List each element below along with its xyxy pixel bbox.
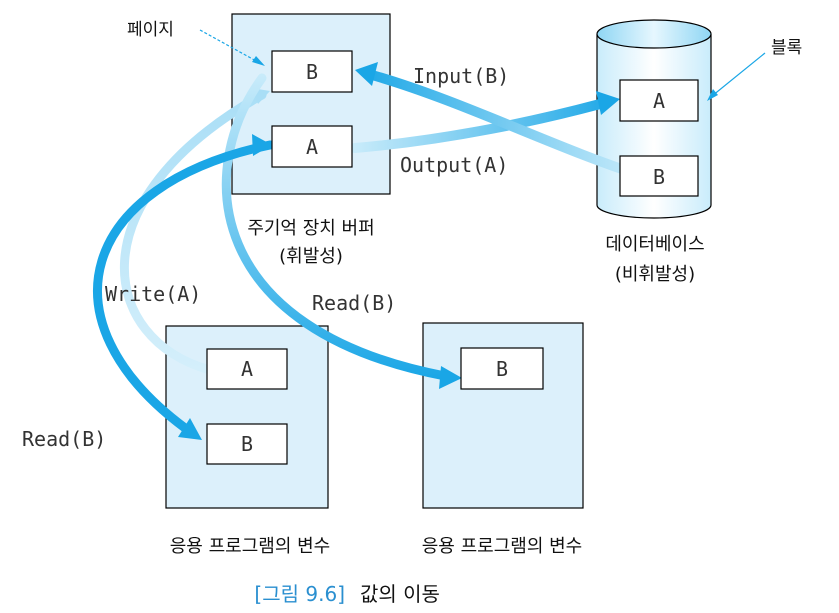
input-b-label: Input(B) — [413, 64, 509, 88]
db-caption-line1: 데이터베이스 — [605, 234, 704, 255]
db-cell-b-label: B — [653, 165, 665, 189]
db-cell-a: A — [619, 79, 699, 122]
app-right-cell-b-label: B — [496, 357, 508, 381]
buffer-caption-line2: (휘발성) — [279, 246, 343, 267]
arrow-read-b-middle — [221, 73, 462, 389]
figure-number: [그림 9.6] — [254, 582, 345, 606]
db-cell-a-label: A — [653, 89, 665, 113]
buffer-cell-b: B — [271, 50, 353, 93]
arrow-read-b-left — [93, 134, 275, 440]
buffer-caption-line1: 주기억 장치 버퍼 — [247, 218, 374, 239]
buffer-cell-a-label: A — [306, 135, 318, 159]
buffer-cell-a: A — [271, 125, 353, 168]
write-a-label: Write(A) — [105, 282, 201, 306]
app-left-cell-b-label: B — [241, 432, 253, 456]
read-b-left-label: Read(B) — [22, 427, 106, 451]
block-label: 블록 — [771, 38, 802, 58]
app-left-caption: 응용 프로그램의 변수 — [170, 536, 330, 557]
app-left-cell-b: B — [206, 423, 288, 465]
app-left-cell-a-label: A — [241, 357, 253, 381]
buffer-cell-b-label: B — [306, 60, 318, 84]
arrow-output-a — [350, 91, 620, 153]
output-a-label: Output(A) — [400, 153, 508, 177]
read-b-middle-label: Read(B) — [312, 291, 396, 315]
figure-title: 값의 이동 — [360, 582, 440, 606]
arrow-input-b — [355, 62, 645, 180]
page-label: 페이지 — [127, 20, 174, 40]
app-right-cell-b: B — [460, 347, 544, 390]
db-caption-line2: (비휘발성) — [615, 264, 695, 285]
app-left-cell-a: A — [206, 348, 288, 390]
db-cell-b: B — [619, 155, 699, 197]
app-right-caption: 응용 프로그램의 변수 — [422, 536, 582, 557]
block-callout-line — [707, 52, 766, 101]
page-callout-line — [199, 29, 265, 66]
